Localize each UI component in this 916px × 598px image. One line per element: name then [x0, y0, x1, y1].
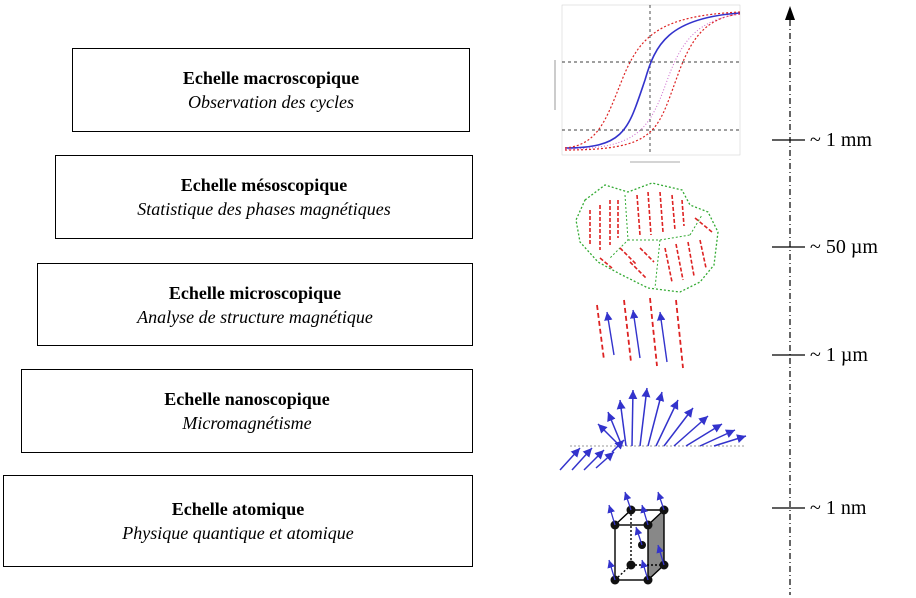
scale-subtitle: Physique quantique et atomique	[122, 523, 354, 543]
scale-box-atomic: Echelle atomique Physique quantique et a…	[3, 475, 473, 567]
scale-title: Echelle atomique	[171, 499, 305, 519]
scale-subtitle: Statistique des phases magnétiques	[137, 199, 391, 219]
scale-label-um: ~ 1 µm	[810, 344, 868, 366]
scale-label-50um: ~ 50 µm	[810, 236, 878, 258]
scale-title: Echelle microscopique	[168, 282, 342, 303]
scale-box-macroscopic: Echelle macroscopique Observation des cy…	[72, 48, 470, 132]
scale-box-mesoscopic: Echelle mésoscopique Statistique des pha…	[55, 155, 473, 239]
atomic-lattice-illustration	[607, 491, 669, 585]
scale-label-mm: ~ 1 mm	[810, 129, 872, 151]
scale-title: Echelle macroscopique	[182, 68, 360, 88]
scale-subtitle: Observation des cycles	[188, 92, 354, 112]
domain-moments-illustration	[596, 297, 684, 369]
domain-wall-rotation-illustration	[559, 387, 747, 471]
scale-label-nm: ~ 1 nm	[810, 497, 867, 519]
magnetic-domains-illustration	[575, 182, 719, 293]
scale-axis	[772, 6, 805, 595]
scale-box-nanoscopic: Echelle nanoscopique Micromagnétisme	[21, 369, 473, 453]
axis-arrow-icon	[785, 6, 795, 20]
scale-box-microscopic: Echelle microscopique Analyse de structu…	[37, 263, 473, 346]
hysteresis-plot-thumbnail	[554, 4, 741, 163]
scale-subtitle: Analyse de structure magnétique	[137, 306, 373, 327]
scale-title: Echelle nanoscopique	[164, 389, 330, 409]
scale-title: Echelle mésoscopique	[180, 175, 348, 195]
scale-subtitle: Micromagnétisme	[182, 413, 312, 433]
